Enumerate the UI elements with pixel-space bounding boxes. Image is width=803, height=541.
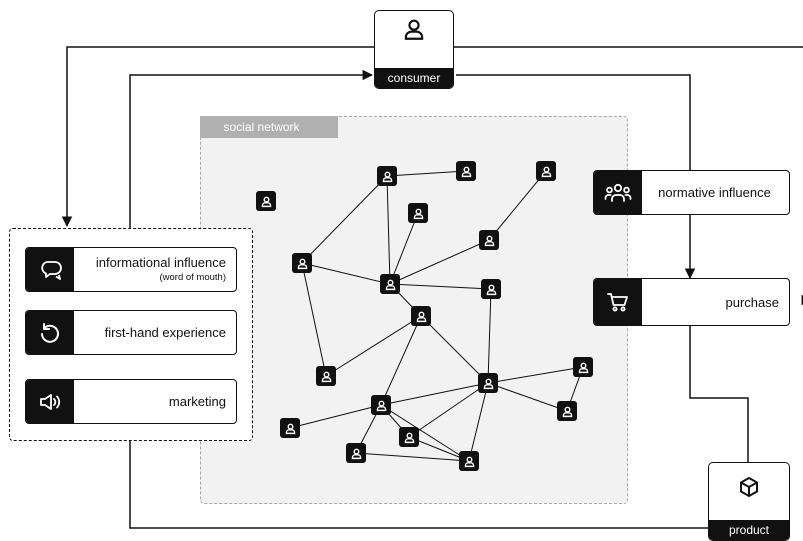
user-icon: [321, 371, 331, 382]
feedback-line-to-influences: [61, 46, 803, 228]
user-icon: [351, 448, 361, 459]
user-icon: [578, 362, 588, 373]
network-node: [536, 161, 556, 181]
network-node: [478, 373, 498, 393]
informational-influence-label: informational influence: [95, 254, 226, 270]
purchase-label: purchase: [725, 294, 779, 310]
user-icon: [464, 456, 474, 467]
network-node: [557, 401, 577, 421]
network-node: [316, 366, 336, 386]
network-node: [280, 418, 300, 438]
network-node: [371, 395, 391, 415]
network-node: [408, 203, 428, 223]
first-hand-experience-label: first-hand experience: [104, 325, 226, 340]
network-node: [459, 451, 479, 471]
user-icon: [297, 258, 307, 269]
speech-bubbles-icon: [41, 260, 62, 280]
user-icon: [562, 406, 572, 417]
normative-influence-label: normative influence: [658, 185, 771, 200]
user-icon: [483, 378, 493, 389]
social-network-title: social network: [199, 115, 338, 138]
network-node: [346, 443, 366, 463]
network-node: [399, 427, 419, 447]
network-node: [377, 166, 397, 186]
user-icon: [261, 196, 271, 207]
user-icon: [541, 166, 551, 177]
group-icon: [604, 183, 632, 202]
influences-to-consumer-line: [129, 69, 374, 228]
influences-panel: informational influence (word of mouth) …: [9, 228, 253, 441]
user-icon: [376, 400, 386, 411]
marketing-label: marketing: [168, 394, 226, 409]
product-label: product: [709, 520, 789, 540]
speaker-icon: [40, 393, 61, 410]
normative-influence-card: normative influence: [593, 170, 790, 215]
user-icon: [404, 432, 414, 443]
first-hand-experience-card: first-hand experience: [25, 310, 237, 355]
network-node: [292, 253, 312, 273]
consumer-box: consumer: [374, 10, 454, 89]
user-icon: [385, 279, 395, 290]
undo-arrow-icon: [41, 322, 59, 343]
network-node: [479, 230, 499, 250]
network-node: [411, 306, 431, 326]
user-icon: [486, 284, 496, 295]
network-node: [256, 191, 276, 211]
user-icon: [413, 208, 423, 219]
product-to-influences-line: [129, 441, 708, 529]
user-icon: [404, 19, 424, 40]
network-node: [481, 279, 501, 299]
user-icon: [416, 311, 426, 322]
user-icon: [461, 166, 471, 177]
product-box: product: [708, 462, 790, 541]
user-icon: [382, 171, 392, 182]
network-node: [380, 274, 400, 294]
cart-icon: [607, 293, 628, 312]
box-icon: [740, 477, 758, 497]
purchase-to-product-line: [689, 326, 749, 462]
word-of-mouth-label: (word of mouth): [159, 271, 226, 283]
network-node: [456, 161, 476, 181]
user-icon: [285, 423, 295, 434]
purchase-card: purchase: [593, 278, 790, 326]
user-icon: [484, 235, 494, 246]
network-node: [573, 357, 593, 377]
consumer-label: consumer: [375, 68, 453, 88]
informational-influence-card: informational influence (word of mouth): [25, 247, 237, 292]
marketing-card: marketing: [25, 379, 237, 424]
